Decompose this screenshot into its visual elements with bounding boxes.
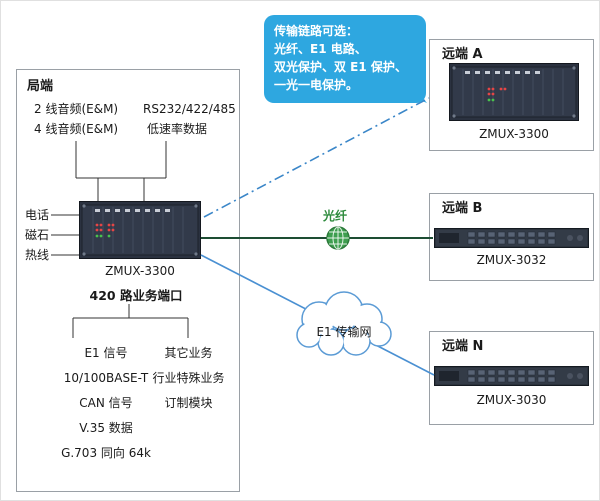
ports-title: 420 路业务端口 [89,288,183,303]
local-service-2wire: 2 线音频(E&M) [34,102,119,116]
callout-bubble: 传输链路可选： 光纤、E1 电路、 双光保护、双 E1 保护、 一光一电保护。 [264,15,426,103]
bottom-left-services: E1 信号 10/100BASE-T CAN 信号 V.35 数据 G.703 … [41,341,171,466]
rack-device-icon [79,201,201,259]
cloud-label: E1 传输网 [316,325,372,339]
service-baset: 10/100BASE-T [63,371,149,385]
side-label-telephone: 电话 [25,208,50,222]
remote-n-title: 远端 N [442,339,484,354]
callout-line-1: 传输链路可选： [274,24,359,38]
rack-device-icon [449,63,579,121]
side-label-hotline: 热线 [25,248,50,262]
globe-icon [326,226,350,250]
service-can: CAN 信号 [79,396,133,410]
remote-a-title: 远端 A [442,47,483,62]
callout-line-2: 光纤、E1 电路、 [274,42,367,56]
remote-a-device-image [449,63,579,121]
rackmount-1u-icon [434,366,589,386]
local-service-rs232: RS232/422/485 [143,102,236,116]
callout-line-3: 双光保护、双 E1 保护、 [274,60,407,74]
local-service-4wire: 4 线音频(E&M) [34,122,119,136]
remote-n-device-label: ZMUX-3030 [476,393,547,407]
remote-a-device-label: ZMUX-3300 [479,127,549,141]
service-custom: 订制模块 [164,396,213,410]
bottom-right-services: 其它业务 行业特殊业务 订制模块 [141,341,236,416]
remote-b-device-label: ZMUX-3032 [476,253,547,267]
local-device-label: ZMUX-3300 [105,264,175,278]
callout-line-4: 一光一电保护。 [274,78,359,92]
remote-b-device-image [434,228,589,248]
service-v35: V.35 数据 [79,421,133,435]
service-industry: 行业特殊业务 [152,371,225,385]
local-end-title: 局端 [27,79,54,94]
side-label-magneto: 磁石 [25,228,50,242]
local-service-lowrate: 低速率数据 [147,122,208,136]
local-device-image [79,201,201,259]
rackmount-1u-icon [434,228,589,248]
service-e1: E1 信号 [84,346,128,360]
remote-b-title: 远端 B [442,201,483,216]
service-g703: G.703 同向 64k [61,446,151,460]
service-other: 其它业务 [164,346,213,360]
fiber-label: 光纤 [323,209,348,223]
remote-n-device-image [434,366,589,386]
